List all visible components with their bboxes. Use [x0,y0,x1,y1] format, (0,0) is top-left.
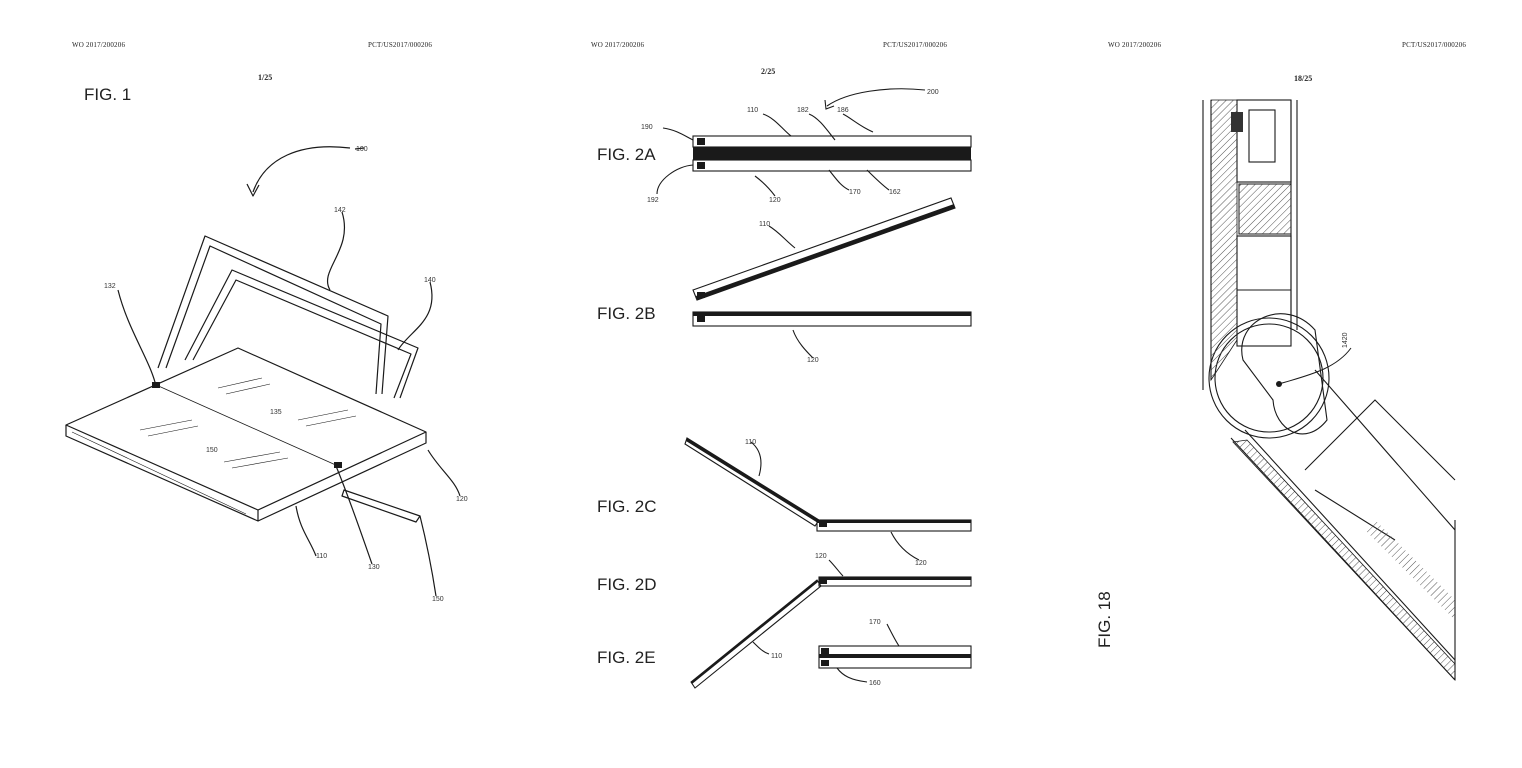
ref-1420: 1420 [1342,332,1349,348]
sheet-header-left: WO 2017/200206 [591,41,645,49]
sheet-header-right: PCT/US2017/000206 [1402,41,1467,49]
figure-label-fig-2c: FIG. 2C [597,497,657,516]
fig-1-drawing: 100 142 140 132 135 150 120 110 130 150 [65,146,468,603]
ref-192: 192 [647,197,659,204]
ref-170-2e: 170 [869,619,881,626]
back-panel-142 [157,235,389,395]
pen-150 [341,489,421,523]
sheet-header-right: PCT/US2017/000206 [883,41,948,49]
ref-110-2c: 110 [745,439,756,446]
ref-110-2e: 110 [771,653,782,660]
figure-label-fig-2d: FIG. 2D [597,575,657,594]
device-body [65,347,427,511]
sheet-fig-18: WO 2017/200206 PCT/US2017/000206 18/25 F… [1015,0,1522,768]
ref-170: 170 [849,189,861,196]
hinge-link [1241,313,1328,435]
ref-150-surface: 150 [206,447,218,454]
hatched-wall [1232,439,1456,682]
panel-110-2a [692,135,972,148]
ref-120: 120 [456,496,468,503]
ref-142: 142 [334,207,346,214]
ref-182: 182 [797,107,809,114]
ref-100: 100 [356,146,368,153]
ref-190: 190 [641,124,653,131]
sheet-fig-2: WO 2017/200206 PCT/US2017/000206 2/25 FI… [507,0,1015,768]
sheet-fig-1: WO 2017/200206 PCT/US2017/000206 1/25 FI… [0,0,507,768]
ref-120-2b: 120 [807,357,819,364]
panel-110-2c [684,437,820,527]
page-number: 2/25 [761,67,776,76]
ref-120-2c: 120 [915,560,927,567]
figure-label-fig-1: FIG. 1 [84,85,132,104]
sheet-header-right: PCT/US2017/000206 [368,41,433,49]
ref-186: 186 [837,107,849,114]
page-number: 18/25 [1294,74,1313,83]
ref-110: 110 [316,553,327,560]
hinge-barrel [1208,317,1330,439]
sheet-header-left: WO 2017/200206 [72,41,126,49]
ref-130: 130 [368,564,380,571]
fig-2-drawing: 200 110 182 186 190 192 120 170 162 110 … [641,88,972,689]
panel-120-2a [692,159,972,172]
arrow-100-head [246,183,260,197]
ref-120: 120 [769,197,781,204]
hatched-block [1238,183,1292,235]
ref-110: 110 [747,107,758,114]
ref-140: 140 [424,277,436,284]
core-layer-2a [693,147,971,160]
figure-label-fig-2e: FIG. 2E [597,648,656,667]
arrow-200 [826,88,926,107]
page-number: 1/25 [258,73,273,82]
panel-110-2e [690,579,822,689]
back-panel-140 [184,269,419,399]
ref-120-2d: 120 [815,553,827,560]
ref-110-2b: 110 [759,221,770,228]
ref-160: 160 [869,680,881,687]
hinge-line [153,383,339,467]
fig-18-drawing: 1420 [1202,99,1456,682]
ref-132: 132 [104,283,116,290]
ref-162: 162 [889,189,901,196]
figure-label-fig-2a: FIG. 2A [597,145,656,164]
arrow-100 [252,146,351,193]
figure-label-fig-2b: FIG. 2B [597,304,656,323]
sheet-header-left: WO 2017/200206 [1108,41,1162,49]
ref-200: 200 [927,89,939,96]
ref-150-pen: 150 [432,596,444,603]
ref-135: 135 [270,409,282,416]
